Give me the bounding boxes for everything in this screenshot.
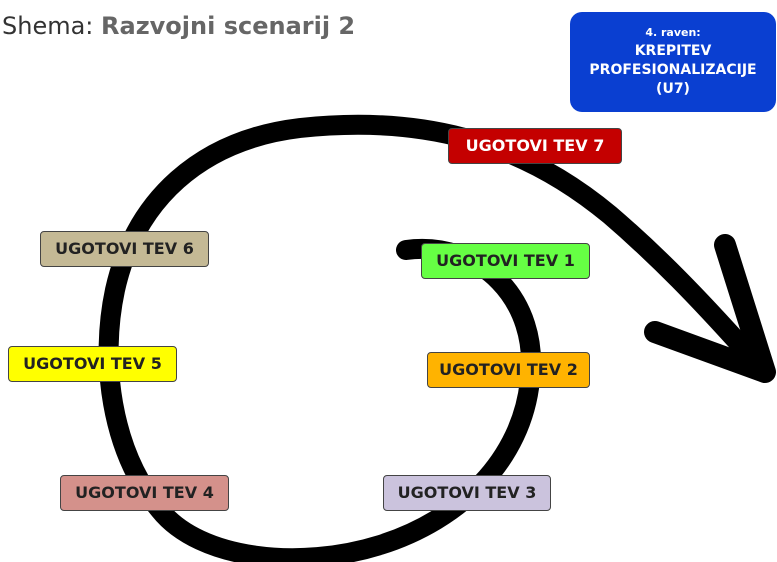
spiral-path: [98, 114, 755, 562]
finding-tev-4: UGOTOVI TEV 4: [60, 475, 229, 511]
title-emphasis: Razvojni scenarij 2: [101, 12, 356, 40]
finding-tev-3: UGOTOVI TEV 3: [383, 475, 551, 511]
finding-tev-7: UGOTOVI TEV 7: [448, 128, 622, 164]
level-number: 4. raven:: [645, 26, 701, 39]
finding-tev-5: UGOTOVI TEV 5: [8, 346, 177, 382]
level-line-3: (U7): [656, 81, 690, 97]
title-prefix: Shema:: [2, 12, 102, 40]
finding-tev-6: UGOTOVI TEV 6: [40, 231, 209, 267]
level-box: 4. raven: KREPITEV PROFESIONALIZACIJE (U…: [570, 12, 776, 112]
finding-tev-1: UGOTOVI TEV 1: [421, 243, 590, 279]
page-title: Shema: Razvojni scenarij 2: [2, 12, 355, 40]
arrowhead: [644, 234, 776, 383]
level-line-2: PROFESIONALIZACIJE: [589, 62, 757, 78]
finding-tev-2: UGOTOVI TEV 2: [427, 352, 590, 388]
level-line-1: KREPITEV: [634, 43, 712, 59]
